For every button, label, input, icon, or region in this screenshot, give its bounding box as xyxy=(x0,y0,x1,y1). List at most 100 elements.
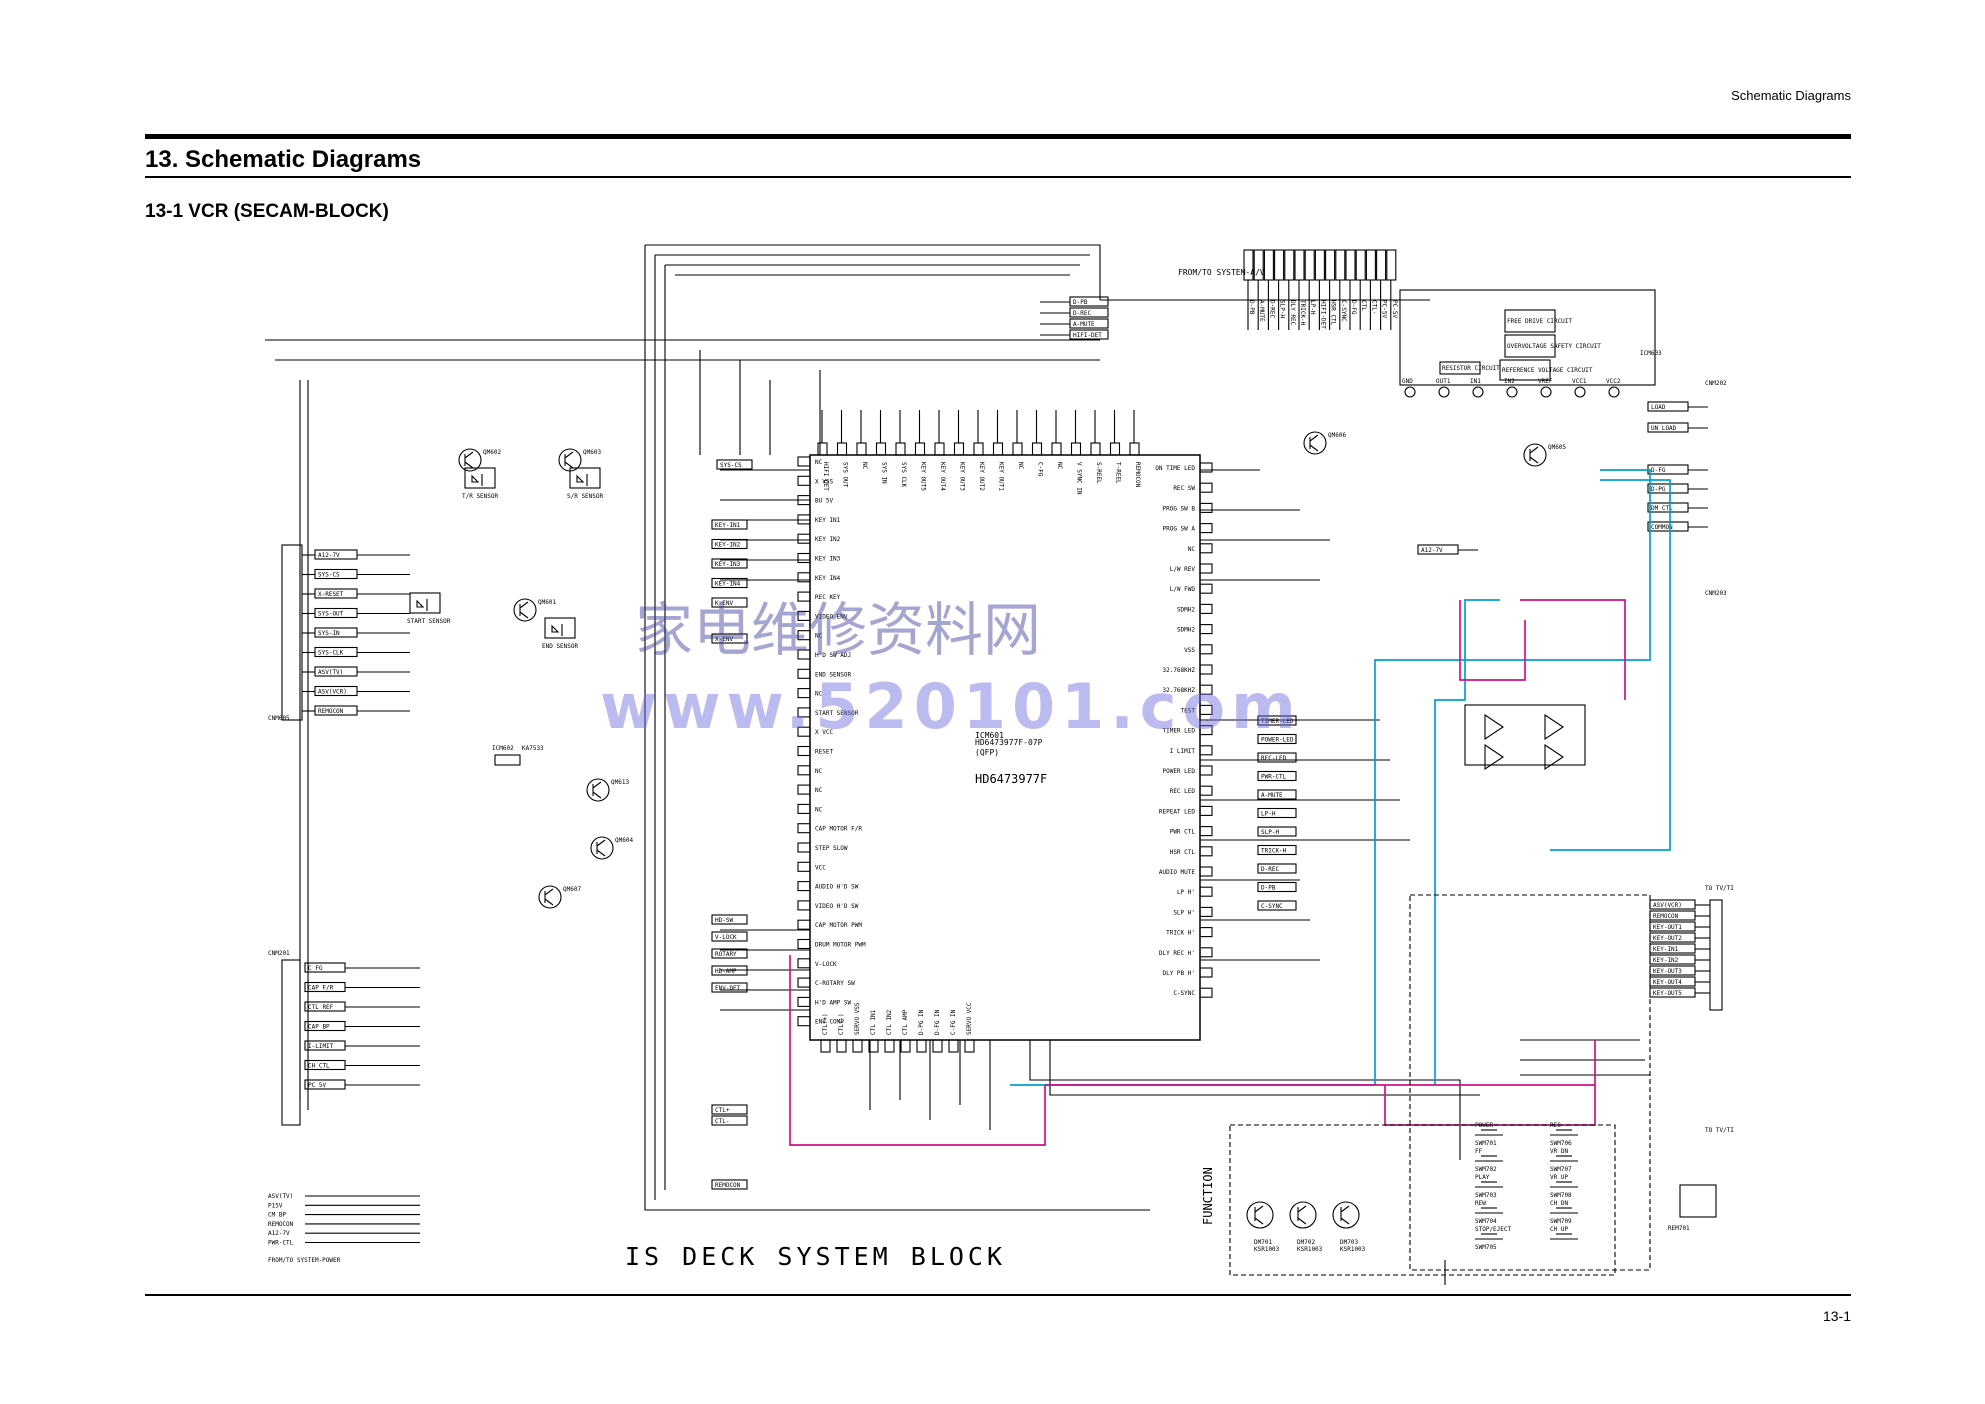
pin-box xyxy=(797,552,811,564)
pin-label-left: NC xyxy=(815,459,823,466)
right-net-main: PWR-CTL xyxy=(1261,774,1287,781)
connector-system-power: FROM/TO SYSTEM-POWER xyxy=(268,1257,341,1264)
left-connector-labels: A12-7VSYS-CSX-RESETSYS-OUTSYS-INSYS-CLKA… xyxy=(302,549,410,716)
function-switch-ref: SWM705 xyxy=(1475,1244,1497,1251)
pin-box xyxy=(797,996,811,1007)
function-label: FUNCTION xyxy=(1201,1167,1215,1225)
colored-traces xyxy=(789,469,1671,1146)
pin-box xyxy=(1051,442,1062,456)
pin-box xyxy=(1199,826,1213,837)
block-title: IS DECK SYSTEM BLOCK xyxy=(625,1242,1006,1271)
function-key-label: CH DN xyxy=(1550,1200,1568,1207)
pin-label-bottom: SERVO VSS xyxy=(854,1002,861,1035)
pin-label-right: TEST xyxy=(1181,707,1196,714)
right-net: D-PG xyxy=(1651,486,1666,493)
pin-label-left: NC xyxy=(815,691,823,698)
function-key-label: CH UP xyxy=(1550,1226,1568,1233)
pin-box xyxy=(797,823,811,834)
regulator-label: ICM602 xyxy=(492,745,514,752)
driver-block xyxy=(1439,361,1481,375)
driver-block-label: REFERENCE VOLTAGE CIRCUIT xyxy=(1502,367,1593,374)
pin-box xyxy=(797,572,811,583)
left-net: V-LOCK xyxy=(715,934,737,941)
net-flag xyxy=(711,965,748,976)
transistor-body xyxy=(558,448,582,472)
left-connector-signal: A12-7V xyxy=(318,552,340,559)
pin-box xyxy=(852,1039,863,1053)
pin-label-left: END SENSOR xyxy=(815,671,852,678)
pin-box xyxy=(1129,442,1140,456)
cnm201-signal: CH CTL xyxy=(308,1063,330,1070)
left-net: ROTARY xyxy=(715,951,737,958)
sensor-body xyxy=(569,467,601,489)
driver-pin-label: OUT1 xyxy=(1436,378,1451,385)
transistor-body xyxy=(538,885,562,909)
pin-label-top: NC xyxy=(1017,462,1024,470)
left-net: KEY-IN2 xyxy=(715,542,741,549)
pin-label-left: KEY IN2 xyxy=(815,536,841,543)
bottom-rule xyxy=(145,1294,1851,1296)
power-signal: P15V xyxy=(268,1202,283,1209)
pin-label-left: VIDEO H'D SW xyxy=(815,903,859,910)
pin-box xyxy=(797,958,811,969)
top-right-net: D-REC xyxy=(1073,310,1091,317)
left-connector-signal: SYS-CLK xyxy=(318,650,344,657)
net-flag xyxy=(1257,789,1297,800)
outer-bus-lines xyxy=(265,244,1446,1285)
av-pin-label: HIFI-DET xyxy=(1319,300,1326,329)
regulator-icm602: ICM602 KA7533 xyxy=(492,745,544,766)
pin-box xyxy=(973,442,984,456)
net-flag xyxy=(711,597,748,608)
transistor-body xyxy=(590,836,614,860)
net-flag xyxy=(1257,900,1297,911)
av-pin-box xyxy=(1284,249,1295,281)
pin-box xyxy=(1199,967,1213,978)
pin-box xyxy=(1199,482,1213,493)
av-pin-label: DLY REC xyxy=(1289,300,1296,326)
pin-label-top: SYS IN xyxy=(881,462,888,484)
driver-pin-label: VREF xyxy=(1538,378,1553,385)
av-pin-box xyxy=(1355,249,1366,281)
driver-block-label: OVERVOLTAGE SAFETY CIRCUIT xyxy=(1507,343,1601,350)
pin-box xyxy=(1199,684,1213,695)
transistor-symbol xyxy=(544,888,554,906)
left-net: X-ENV xyxy=(715,636,733,643)
pin-box xyxy=(1199,502,1213,513)
pin-label-bottom: SERVO VCC xyxy=(966,1002,973,1035)
pin-box xyxy=(1090,442,1101,456)
pin-box xyxy=(817,442,828,456)
pin-label-bottom: D-PG IN xyxy=(918,1009,925,1035)
pin-label-right: LP H' xyxy=(1177,889,1195,896)
pin-box xyxy=(1199,947,1213,958)
transistor-symbol xyxy=(1529,446,1539,464)
pin-box xyxy=(992,442,1004,456)
pin-box xyxy=(836,1039,847,1053)
page-title: 13. Schematic Diagrams xyxy=(145,146,422,173)
driver-pin xyxy=(1540,386,1552,398)
av-pin-label: D-PB xyxy=(1248,300,1255,315)
pin-box xyxy=(1199,866,1213,877)
pin-box xyxy=(797,649,811,660)
led-driver-part: KSR1003 xyxy=(1340,1246,1366,1253)
pin-box xyxy=(1199,704,1213,715)
pin-label-right: DLY REC H' xyxy=(1159,950,1195,957)
pin-box xyxy=(1109,442,1121,456)
left-net: KEY-IN3 xyxy=(715,561,741,568)
top-right-net: A-MUTE xyxy=(1073,321,1095,328)
pin-label-left: H'D SW ADJ xyxy=(815,652,851,659)
right-net: UN LOAD xyxy=(1651,425,1677,432)
power-signal: CM BP xyxy=(268,1212,286,1219)
pin-label-bottom: CTL IN2 xyxy=(886,1009,893,1035)
pin-label-bottom: CTL IN1 xyxy=(870,1009,877,1035)
av-pin-label: D-REC xyxy=(1268,300,1275,318)
cnm201-signal: C FG xyxy=(308,965,323,972)
pin-label-bottom: CTL(-) xyxy=(838,1013,845,1035)
av-pin-label: CTL xyxy=(1360,300,1367,311)
av-pin-label: TRICK-H xyxy=(1299,300,1306,326)
pin-label-top: KEY OUT4 xyxy=(939,462,946,491)
left-net: K-ENV xyxy=(715,600,733,607)
main-ic-ref: ICM601 xyxy=(975,731,1004,740)
top-right-net: HIFI-DET xyxy=(1073,332,1102,339)
sensor-label: T/R SENSOR xyxy=(462,493,499,500)
function-key-label: VR DN xyxy=(1550,1148,1568,1155)
